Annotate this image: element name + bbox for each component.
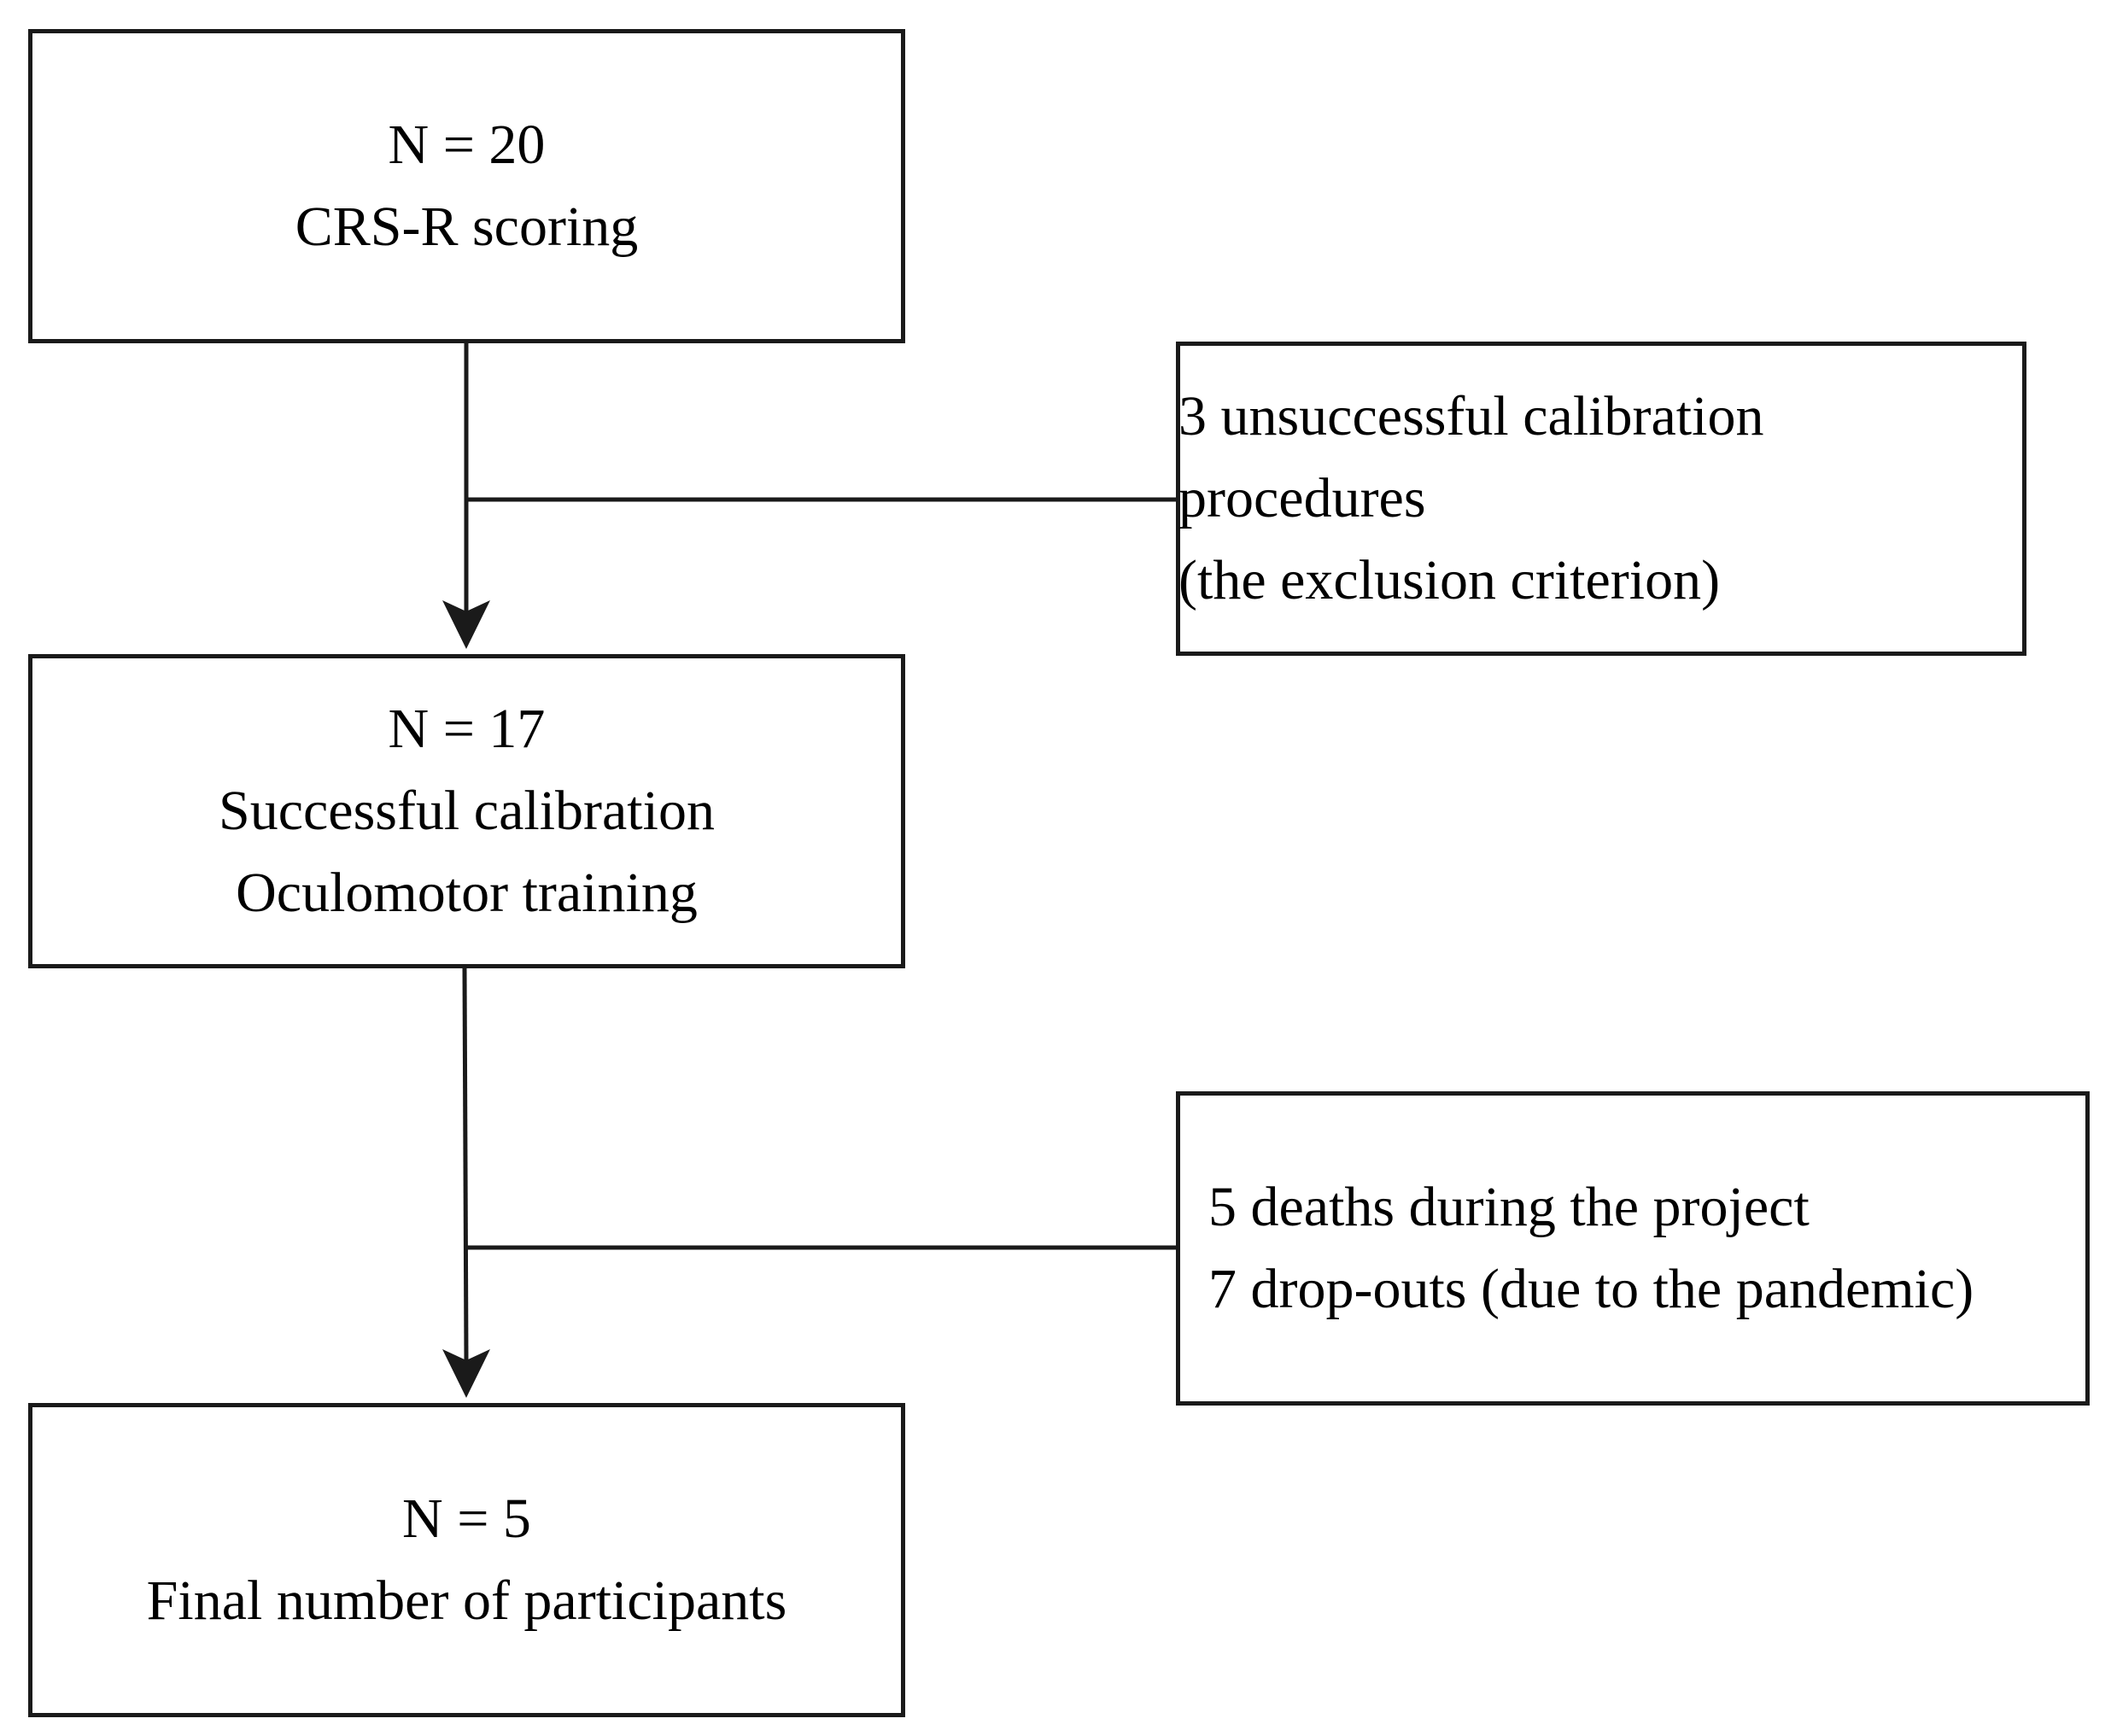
box-final-sample-line-2: Final number of participants bbox=[146, 1569, 787, 1632]
box-exclusion-attrition: 5 deaths during the project 7 drop-outs … bbox=[1176, 1091, 2090, 1406]
arrowhead-1 bbox=[442, 600, 490, 649]
box-final-sample: N = 5 Final number of participants bbox=[28, 1403, 905, 1717]
box-calibrated-sample-line-3: Oculomotor training bbox=[236, 862, 698, 924]
box-calibrated-sample-line-2: Successful calibration bbox=[219, 780, 715, 842]
box-exclusion-attrition-line-2: 7 drop-outs (due to the pandemic) bbox=[1208, 1258, 1974, 1320]
arrowhead-2 bbox=[442, 1349, 490, 1398]
box-exclusion-calibration-line-2: procedures bbox=[1178, 467, 1426, 529]
box-initial-sample: N = 20 CRS-R scoring bbox=[28, 29, 905, 343]
connector-line-2 bbox=[462, 967, 469, 1361]
box-exclusion-attrition-line-1: 5 deaths during the project bbox=[1208, 1176, 1810, 1238]
box-calibrated-sample: N = 17 Successful calibration Oculomotor… bbox=[28, 654, 905, 968]
box-initial-sample-line-2: CRS-R scoring bbox=[295, 196, 639, 258]
box-exclusion-calibration: 3 unsuccessful calibration procedures (t… bbox=[1176, 342, 2026, 656]
box-calibrated-sample-line-1: N = 17 bbox=[388, 698, 546, 760]
box-exclusion-calibration-line-3: (the exclusion criterion) bbox=[1178, 549, 1721, 611]
box-initial-sample-line-1: N = 20 bbox=[388, 114, 546, 176]
box-final-sample-line-1: N = 5 bbox=[402, 1488, 531, 1550]
box-exclusion-calibration-line-1: 3 unsuccessful calibration bbox=[1178, 385, 1764, 447]
